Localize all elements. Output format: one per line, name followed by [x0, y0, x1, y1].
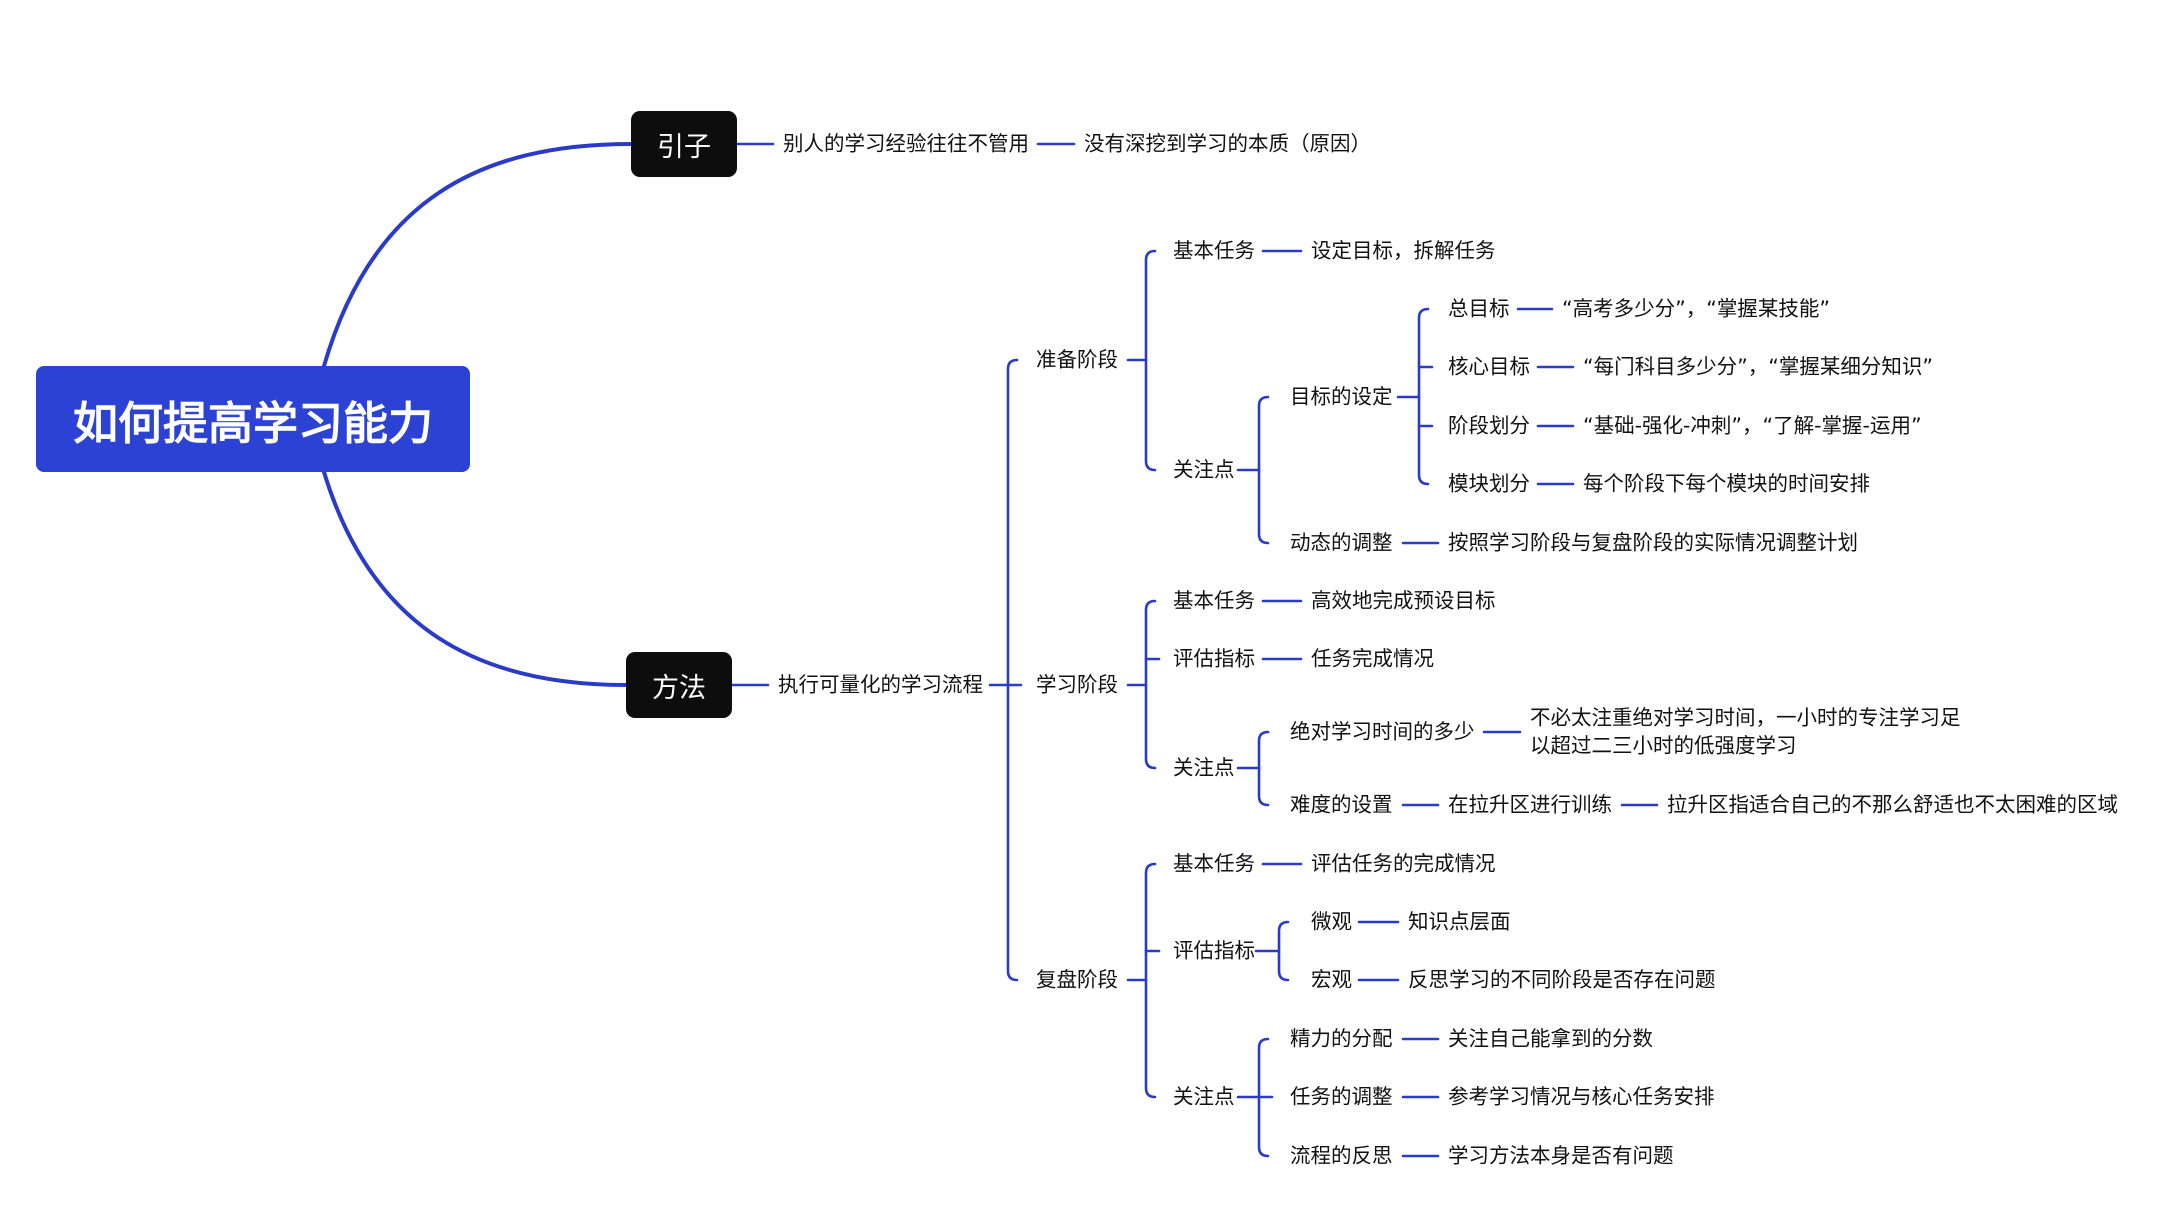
- study-time-value-line1[interactable]: 不必太注重绝对学习时间，一小时的专注学习足: [1530, 705, 1961, 730]
- bracket-review-trunk: [1144, 862, 1157, 1099]
- dynamic-adjust-value[interactable]: 按照学习阶段与复盘阶段的实际情况调整计划: [1448, 530, 1858, 555]
- study-stage[interactable]: 学习阶段: [1036, 672, 1118, 697]
- goal-module-value[interactable]: 每个阶段下每个模块的时间安排: [1583, 471, 1870, 496]
- intro-reason[interactable]: 没有深挖到学习的本质（原因）: [1084, 131, 1371, 156]
- goal-total-value[interactable]: “高考多少分”，“掌握某技能”: [1562, 296, 1830, 321]
- goal-phase-label[interactable]: 阶段划分: [1448, 413, 1530, 438]
- study-time-label[interactable]: 绝对学习时间的多少: [1290, 719, 1475, 744]
- goal-core-label[interactable]: 核心目标: [1448, 354, 1530, 379]
- difficulty-label[interactable]: 难度的设置: [1290, 792, 1393, 817]
- prep-focus[interactable]: 关注点: [1173, 457, 1235, 482]
- topic-intro[interactable]: 引子: [631, 111, 737, 177]
- study-metric-value[interactable]: 任务完成情况: [1311, 646, 1434, 671]
- review-task-value[interactable]: 评估任务的完成情况: [1311, 851, 1496, 876]
- prep-stage[interactable]: 准备阶段: [1036, 347, 1118, 372]
- bracket-prep-trunk: [1144, 249, 1157, 472]
- goal-core-value[interactable]: “每门科目多少分”，“掌握某细分知识”: [1583, 354, 1933, 379]
- review-metric-label[interactable]: 评估指标: [1173, 938, 1255, 963]
- review-macro-label[interactable]: 宏观: [1311, 967, 1352, 992]
- review-micro-value[interactable]: 知识点层面: [1408, 909, 1511, 934]
- prep-task-label[interactable]: 基本任务: [1173, 238, 1255, 263]
- goal-total-label[interactable]: 总目标: [1448, 296, 1510, 321]
- bracket-review-metric-trunk: [1277, 920, 1290, 982]
- review-focus[interactable]: 关注点: [1173, 1084, 1235, 1109]
- difficulty-value[interactable]: 在拉升区进行训练: [1448, 792, 1612, 817]
- bracket-stages-trunk: [1006, 358, 1019, 982]
- task-adjust-label[interactable]: 任务的调整: [1290, 1084, 1393, 1109]
- review-task-label[interactable]: 基本任务: [1173, 851, 1255, 876]
- goal-module-label[interactable]: 模块划分: [1448, 471, 1530, 496]
- method-process[interactable]: 执行可量化的学习流程: [778, 672, 983, 697]
- goal-setting[interactable]: 目标的设定: [1290, 384, 1393, 409]
- study-task-value[interactable]: 高效地完成预设目标: [1311, 588, 1496, 613]
- study-focus[interactable]: 关注点: [1173, 755, 1235, 780]
- energy-allocation-label[interactable]: 精力的分配: [1290, 1026, 1393, 1051]
- difficulty-note[interactable]: 拉升区指适合自己的不那么舒适也不太困难的区域: [1667, 792, 2118, 817]
- study-task-label[interactable]: 基本任务: [1173, 588, 1255, 613]
- review-stage[interactable]: 复盘阶段: [1036, 967, 1118, 992]
- dynamic-adjust-label[interactable]: 动态的调整: [1290, 530, 1393, 555]
- study-metric-label[interactable]: 评估指标: [1173, 646, 1255, 671]
- bracket-prep-focus-trunk: [1257, 395, 1270, 545]
- task-adjust-value[interactable]: 参考学习情况与核心任务安排: [1448, 1084, 1715, 1109]
- topic-method[interactable]: 方法: [626, 652, 732, 718]
- energy-allocation-value[interactable]: 关注自己能拿到的分数: [1448, 1026, 1653, 1051]
- prep-task-value[interactable]: 设定目标，拆解任务: [1311, 238, 1496, 263]
- bracket-study-trunk: [1144, 599, 1157, 770]
- goal-phase-value[interactable]: “基础-强化-冲刺”，“了解-掌握-运用”: [1583, 413, 1922, 438]
- bracket-study-focus-trunk: [1257, 730, 1270, 807]
- review-micro-label[interactable]: 微观: [1311, 909, 1352, 934]
- curve-root-method: [322, 470, 628, 687]
- intro-point[interactable]: 别人的学习经验往往不管用: [783, 131, 1029, 156]
- curve-root-intro: [322, 142, 633, 368]
- review-macro-value[interactable]: 反思学习的不同阶段是否存在问题: [1408, 967, 1716, 992]
- root-topic[interactable]: 如何提高学习能力: [36, 366, 470, 472]
- process-reflect-value[interactable]: 学习方法本身是否有问题: [1448, 1143, 1674, 1168]
- study-time-value-line2[interactable]: 以超过二三小时的低强度学习: [1530, 733, 1797, 758]
- bracket-goal-trunk: [1417, 307, 1430, 486]
- process-reflect-label[interactable]: 流程的反思: [1290, 1143, 1393, 1168]
